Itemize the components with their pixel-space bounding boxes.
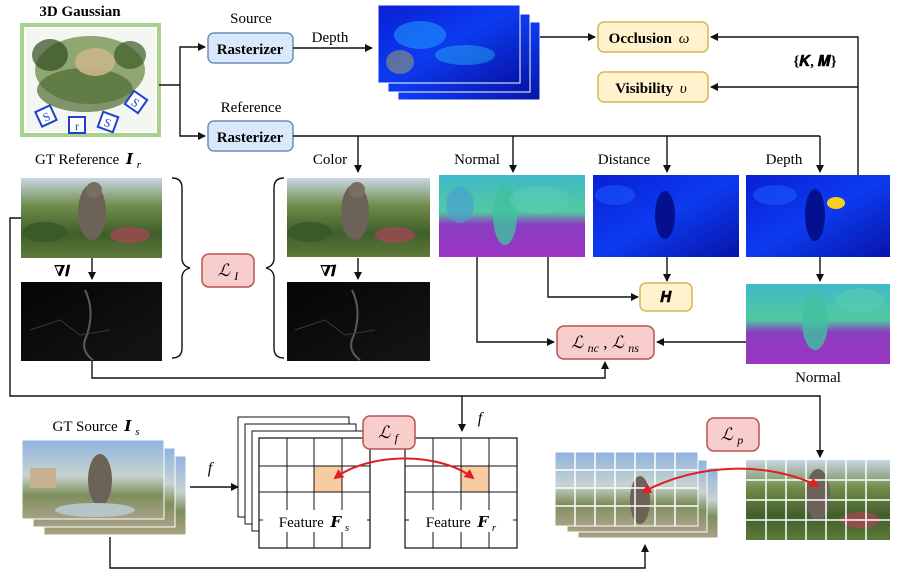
loss-p-sub: p [736,433,743,447]
visibility-text: Visibility υ [615,81,687,97]
normal-from-depth-image [746,284,890,364]
gt-source-images [21,439,187,536]
distance-map-image [593,175,739,257]
source-depth-label: Depth [312,30,349,46]
occlusion-box [597,21,709,53]
loss-nc-text: ℒ nc , ℒ ns [571,333,639,356]
grad-i-tilde-image [287,282,430,361]
gaussian-title: 3D Gaussian [39,4,121,20]
normal-map-image [439,175,585,257]
reference-rasterizer-label: Rasterizer [217,130,284,146]
h-box [639,282,693,312]
source-patch-images [554,451,719,539]
rendered-color-image [287,178,430,257]
feature-s-label: Feature 𝑭 s [279,515,349,534]
loss-i-sub: I [233,269,239,283]
feature-correspondence-arrow [333,457,475,480]
grad-i-image [21,282,162,361]
loss-ns-sub: ns [628,341,639,355]
gaussian-camera-badges: S r S S [34,89,149,134]
loss-i-text: ℒ I [218,261,240,283]
loss-nc-symbol: ℒ [571,333,584,352]
feature-grid-reference [404,437,518,549]
loss-ns-symbol: ℒ [612,333,625,352]
loss-f-box [362,415,416,450]
feature-r-sub: r [492,522,497,534]
occlusion-symbol: ω [679,31,690,47]
depth-map-image [746,175,890,257]
loss-p-symbol: ℒ [721,425,734,444]
reference-patch-image [746,460,890,540]
gt-source-sub: s [135,426,139,438]
gt-source-label: GT Source 𝑰 s [53,419,140,438]
loss-f-symbol: ℒ [378,423,391,442]
gt-reference-text: GT Reference [35,152,120,168]
loss-nc-box [556,325,655,360]
loss-p-box [706,417,760,452]
f-label-left: f [208,460,215,477]
color-label: Color [313,152,347,168]
distance-label: Distance [598,152,651,168]
feature-s-symbol: 𝑭 [330,515,343,531]
occlusion-text: Occlusion ω [609,31,690,47]
h-label: 𝑯 [659,290,672,306]
gt-reference-sub: r [137,159,142,171]
brace-left [171,177,191,359]
badge-s1: S [40,109,52,125]
normal-label: Normal [454,152,500,168]
feature-r-label: Feature 𝑭 r [426,515,497,534]
grad-i-label: ∇𝑰 [54,264,71,280]
loss-f-text: ℒ f [378,423,400,445]
depth-label: Depth [766,152,803,168]
km-label: {𝑲, 𝑴} [793,54,836,70]
feature-s-sub: s [345,522,349,534]
loss-nc-sub: nc [588,341,600,355]
feature-r-text: Feature [426,515,471,531]
gt-reference-image [21,178,162,258]
f-label-top: f [478,410,485,427]
gt-reference-label: GT Reference 𝑰 r [35,152,142,171]
loss-p-text: ℒ p [721,425,744,447]
source-depth-maps [377,4,541,101]
loss-f-sub: f [395,431,400,445]
feature-s-text: Feature [279,515,324,531]
feature-r-symbol: 𝑭 [477,515,490,531]
visibility-box [597,71,709,103]
gt-reference-symbol: 𝑰 [125,152,134,168]
badge-r: r [75,119,79,133]
reference-label: Reference [221,100,282,116]
loss-i-symbol: ℒ [218,261,231,280]
grad-i-tilde-label: ∇𝑰̃ [320,264,337,280]
gt-source-text: GT Source [53,419,118,435]
source-label: Source [230,11,272,27]
badge-s2: S [102,115,113,130]
loss-nc-sep: , [603,333,612,352]
occlusion-label: Occlusion [609,31,673,47]
loss-i-box [201,253,255,288]
normal2-label: Normal [795,370,841,386]
visibility-symbol: υ [680,81,687,97]
brace-right [265,177,285,359]
visibility-label: Visibility [615,81,673,97]
patch-correspondence-arrow [641,467,820,493]
gt-source-symbol: 𝑰 [123,419,132,435]
source-rasterizer-label: Rasterizer [217,42,284,58]
